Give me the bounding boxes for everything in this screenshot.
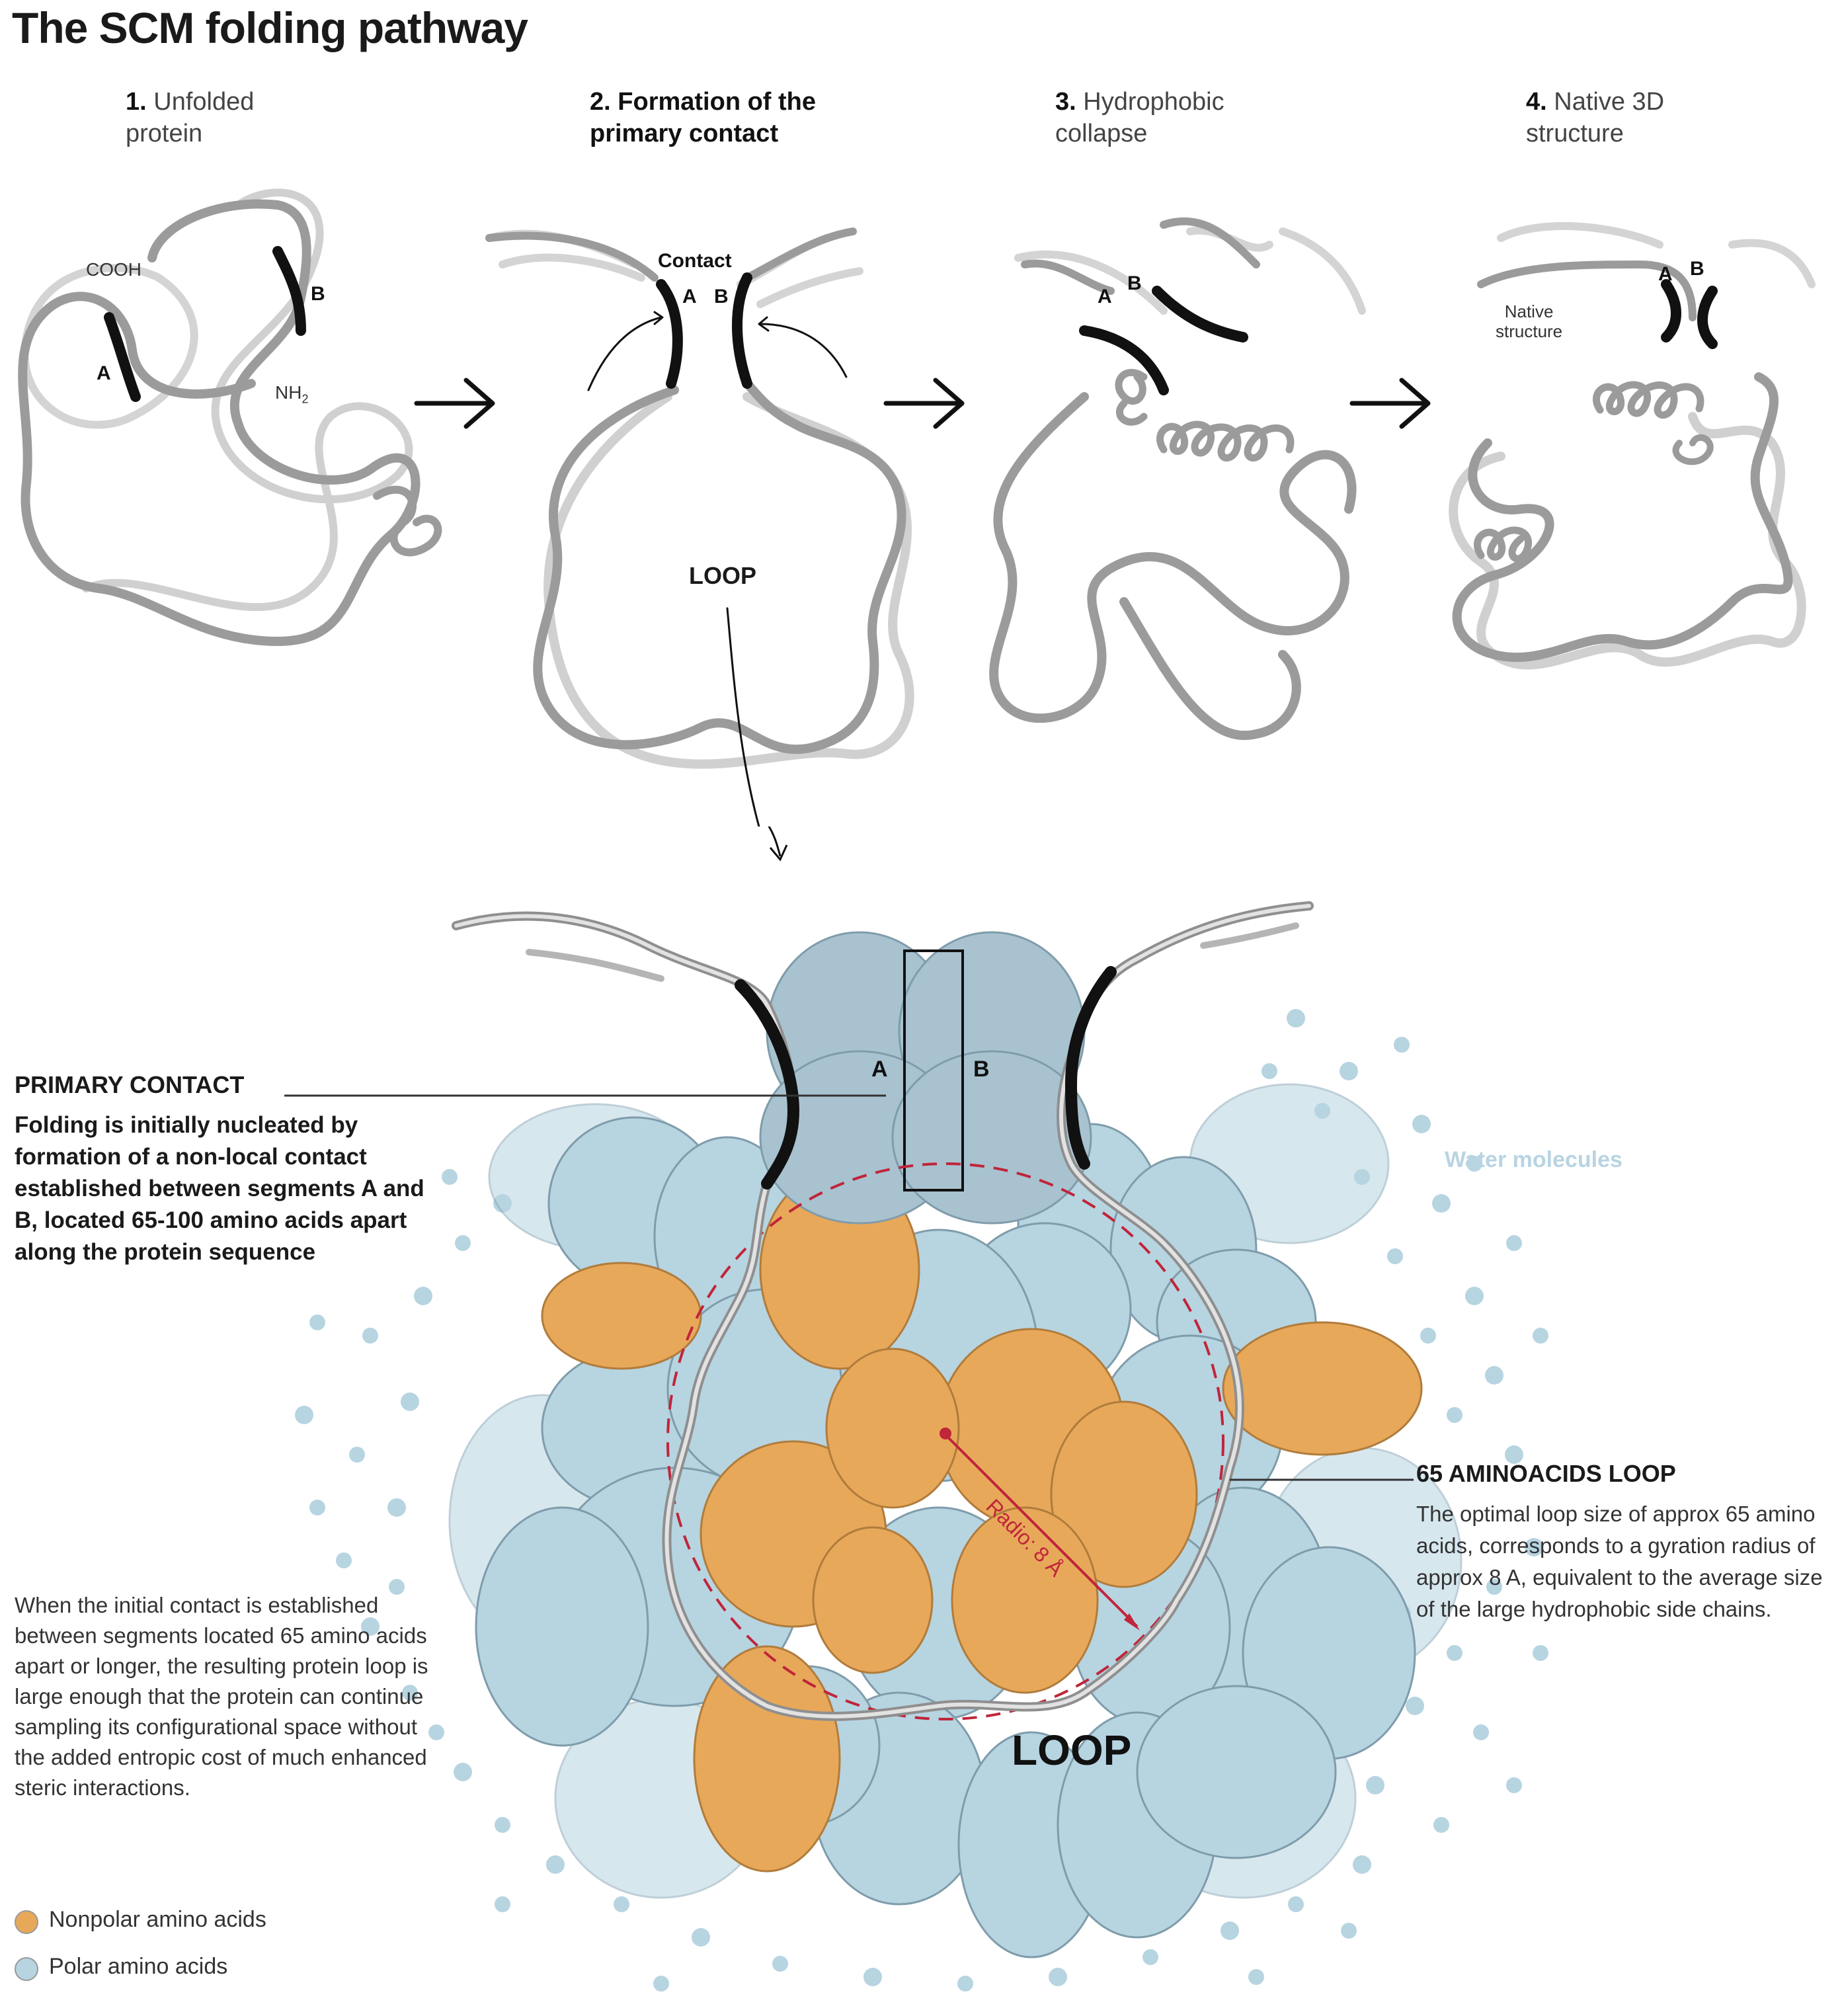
legend-nonpolar-label: Nonpolar amino acids [49,1907,266,1932]
water-molecules-label: Water molecules [1445,1147,1622,1172]
step-3-protein [989,217,1366,741]
gyration-center [940,1428,951,1439]
step-4-heading: 4. Native 3D structure [1526,86,1698,149]
nh2-label: NH2 [275,382,308,407]
nh2-text: NH [275,382,302,403]
step-2-text: Formation of the primary contact [590,88,817,147]
legend-polar-swatch [15,1957,38,1981]
step-2-segment-a: A [682,286,697,307]
step-1-protein [18,188,442,646]
step-4-protein [1449,222,1816,670]
side-explanation: When the initial contact is established … [15,1593,428,1800]
nh2-subscript: 2 [301,392,309,406]
step-3-segment-a: A [1098,286,1112,307]
radius-arrowhead [1124,1613,1140,1631]
step-4-segment-b: B [1690,258,1704,280]
step-1-number: 1. [126,88,147,116]
contact-label: Contact [658,250,732,272]
step-arrow-2 [883,378,965,429]
legend-nonpolar: Nonpolar amino acids [49,1907,266,1933]
step-1-segment-b: B [311,283,325,305]
native-structure-label: Native structure [1496,302,1562,341]
loop65-heading: 65 AMINOACIDS LOOP [1416,1460,1676,1487]
legend-polar-label: Polar amino acids [49,1954,228,1979]
loop-detail-illustration [15,827,1548,1992]
folding-steps-illustration [18,188,1816,827]
step-1-text: Unfolded protein [126,88,255,147]
legend-nonpolar-swatch [15,1910,38,1934]
step-arrow-1 [414,378,495,429]
loop65-body: The optimal loop size of approx 65 amino… [1416,1502,1823,1621]
nonpolar-residues [541,1169,1423,1873]
loop-pointer-head [769,844,788,862]
step-4-segment-a: A [1658,263,1673,285]
step-3-text: Hydrophobic collapse [1055,88,1224,147]
primary-contact-body: Folding is initially nucleated by format… [15,1112,424,1265]
step-1-heading: 1. Unfolded protein [126,86,298,149]
radius-line [944,1433,1139,1628]
gyration-circle [666,1162,1224,1720]
step-2-segment-b: B [714,286,729,307]
cooh-label: COOH [86,259,141,280]
native-structure-line-2: structure [1496,321,1563,341]
loop-pointer-arrow [768,827,781,857]
step-2-loop-label: LOOP [689,562,757,589]
native-structure-line-1: Native [1504,302,1554,321]
step-1-segment-a: A [97,362,111,384]
backbone-chain [452,901,1314,1721]
primary-contact-heading: PRIMARY CONTACT [15,1071,245,1098]
legend-polar: Polar amino acids [49,1954,227,1980]
step-4-text: Native 3D structure [1526,88,1665,147]
step-4-number: 4. [1526,88,1547,116]
step-2-number: 2. [590,88,611,116]
step-2-protein [485,227,914,827]
step-3-number: 3. [1055,88,1076,116]
step-3-heading: 3. Hydrophobic collapse [1055,86,1254,149]
detail-segment-a: A [871,1057,888,1082]
step-2-heading: 2. Formation of the primary contact [590,86,867,149]
detail-segment-b: B [973,1057,990,1082]
page-title: The SCM folding pathway [12,3,528,52]
detail-loop-label: LOOP [1012,1726,1132,1774]
contact-box [903,949,964,1191]
step-3-segment-b: B [1127,272,1142,294]
step-arrow-3 [1349,378,1431,429]
